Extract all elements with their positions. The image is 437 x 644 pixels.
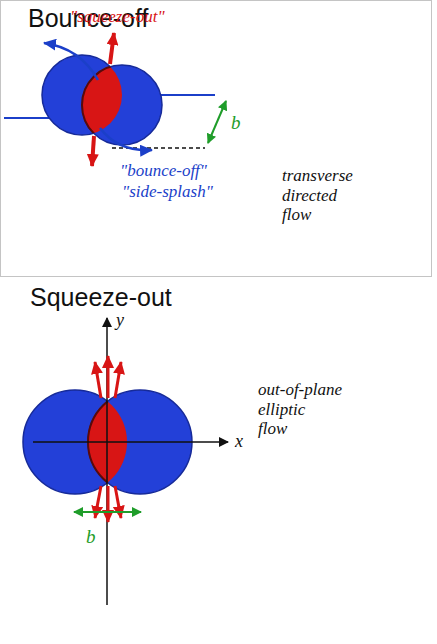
flow-label: "bounce-off" xyxy=(120,161,207,181)
flow-type-note: out-of-plane elliptic flow xyxy=(258,380,388,439)
flow-label: "squeeze-out" xyxy=(70,7,165,27)
panel-frame xyxy=(1,1,432,277)
impact-parameter-label: b xyxy=(84,526,98,548)
squeeze-out-figure xyxy=(23,318,228,605)
axis-label: y xyxy=(116,310,124,331)
flow-label: "side-splash" xyxy=(122,182,213,202)
impact-parameter-label: b xyxy=(231,112,241,134)
bounce-off-figure xyxy=(4,33,226,166)
axis-label: x xyxy=(235,431,243,452)
flow-type-note: transverse directed flow xyxy=(282,166,412,225)
panel-heading: Squeeze-out xyxy=(30,283,172,312)
